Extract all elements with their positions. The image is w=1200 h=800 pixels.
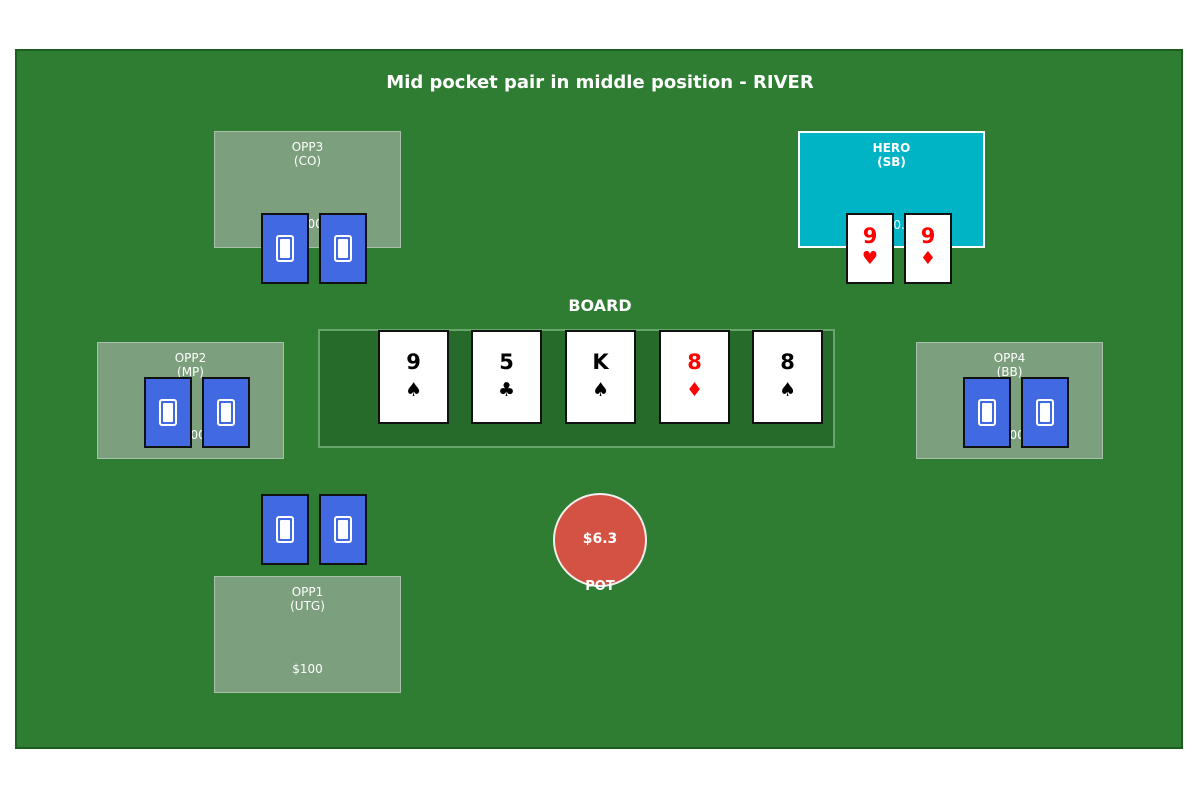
seat-position: (UTG) <box>290 599 325 613</box>
seat-position: (MP) <box>177 365 204 379</box>
board-card-4: 8 ♦ <box>659 330 730 424</box>
spade-suit-icon: ♠ <box>778 379 797 401</box>
card-rank: 8 <box>780 350 795 374</box>
board-label: BOARD <box>568 296 632 315</box>
opp1-card-back <box>261 494 309 565</box>
diamond-suit-icon: ♦ <box>919 248 937 269</box>
card-back-icon <box>334 235 352 262</box>
seat-name: OPP4 <box>993 351 1026 365</box>
card-back-icon <box>276 516 294 543</box>
diamond-suit-icon: ♦ <box>685 379 704 401</box>
card-back-icon <box>276 235 294 262</box>
board-card-5: 8 ♠ <box>752 330 823 424</box>
card-back-icon <box>1036 399 1054 426</box>
opp3-card-back <box>319 213 367 284</box>
opp4-card-back <box>1021 377 1069 448</box>
seat-stack: $100 <box>292 662 323 676</box>
seat-opp1[interactable]: OPP1 (UTG) $100 <box>214 576 401 693</box>
card-rank: 9 <box>862 224 878 248</box>
opp1-card-back <box>319 494 367 565</box>
opp2-card-back <box>202 377 250 448</box>
pot-chip <box>553 493 647 587</box>
pot-label: POT <box>585 579 615 594</box>
seat-name: OPP2 <box>174 351 207 365</box>
card-back-icon <box>159 399 177 426</box>
card-rank: 9 <box>920 224 936 248</box>
seat-position: (BB) <box>996 365 1023 379</box>
hero-card-2[interactable]: 9 ♦ <box>904 213 952 284</box>
seat-name: HERO <box>872 141 911 155</box>
hand-title: Mid pocket pair in middle position - RIV… <box>386 72 814 93</box>
board-card-3: K ♠ <box>565 330 636 424</box>
spade-suit-icon: ♠ <box>591 379 610 401</box>
spade-suit-icon: ♠ <box>404 379 423 401</box>
seat-position: (CO) <box>293 154 322 168</box>
seat-name: OPP1 <box>291 585 324 599</box>
card-rank: K <box>592 350 609 374</box>
card-back-icon <box>334 516 352 543</box>
pot-amount: $6.3 <box>582 531 618 547</box>
card-back-icon <box>217 399 235 426</box>
card-back-icon <box>978 399 996 426</box>
card-rank: 9 <box>406 350 421 374</box>
seat-name: OPP3 <box>291 140 324 154</box>
club-suit-icon: ♣ <box>497 379 516 401</box>
opp3-card-back <box>261 213 309 284</box>
card-rank: 5 <box>499 350 514 374</box>
hero-card-1[interactable]: 9 ♥ <box>846 213 894 284</box>
board-card-2: 5 ♣ <box>471 330 542 424</box>
opp4-card-back <box>963 377 1011 448</box>
board-card-1: 9 ♠ <box>378 330 449 424</box>
card-rank: 8 <box>687 350 702 374</box>
opp2-card-back <box>144 377 192 448</box>
heart-suit-icon: ♥ <box>861 248 879 269</box>
seat-position: (SB) <box>877 155 906 169</box>
